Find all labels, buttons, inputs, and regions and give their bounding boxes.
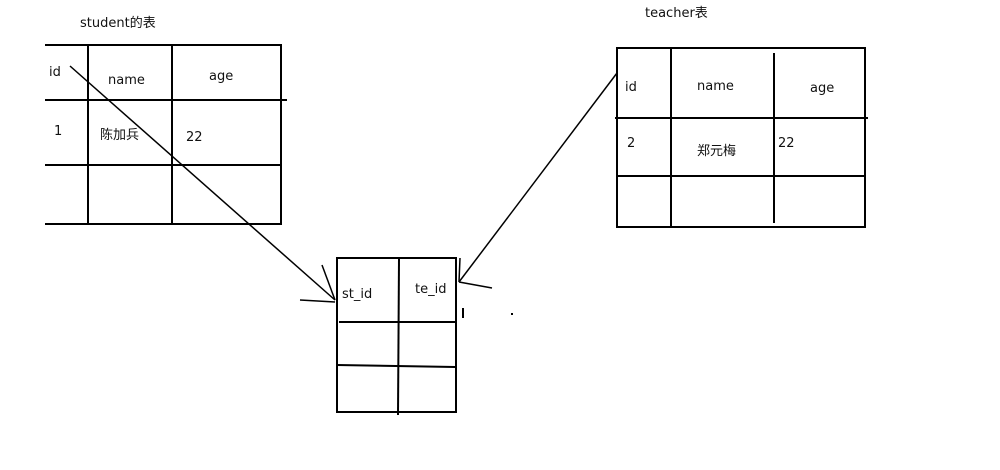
student-cell-age: 22 (186, 130, 203, 145)
stray-dot (511, 313, 513, 315)
teacher-header-age: age (810, 81, 834, 96)
teacher-header-id: id (625, 80, 637, 95)
teacher-table: teacher表 id name age 2 郑元梅 22 (615, 6, 868, 228)
student-cell-name: 陈加兵 (100, 127, 139, 143)
junction-header-st-id: st_id (342, 287, 372, 302)
teacher-to-junction-arrow (458, 72, 618, 289)
student-cell-id: 1 (54, 124, 62, 139)
junction-header-te-id: te_id (415, 282, 446, 297)
teacher-header-name: name (697, 79, 734, 94)
student-to-junction-arrow (69, 65, 336, 303)
student-header-id: id (49, 65, 61, 80)
teacher-cell-age: 22 (778, 136, 795, 151)
student-table-title: student的表 (80, 15, 156, 31)
student-header-age: age (209, 69, 233, 84)
junction-table: st_id te_id (336, 257, 457, 416)
student-table: student的表 id name age 1 陈加兵 22 (45, 15, 287, 225)
teacher-cell-name: 郑元梅 (697, 144, 736, 159)
student-header-name: name (108, 73, 145, 88)
teacher-table-title: teacher表 (645, 6, 708, 21)
teacher-cell-id: 2 (627, 136, 635, 151)
